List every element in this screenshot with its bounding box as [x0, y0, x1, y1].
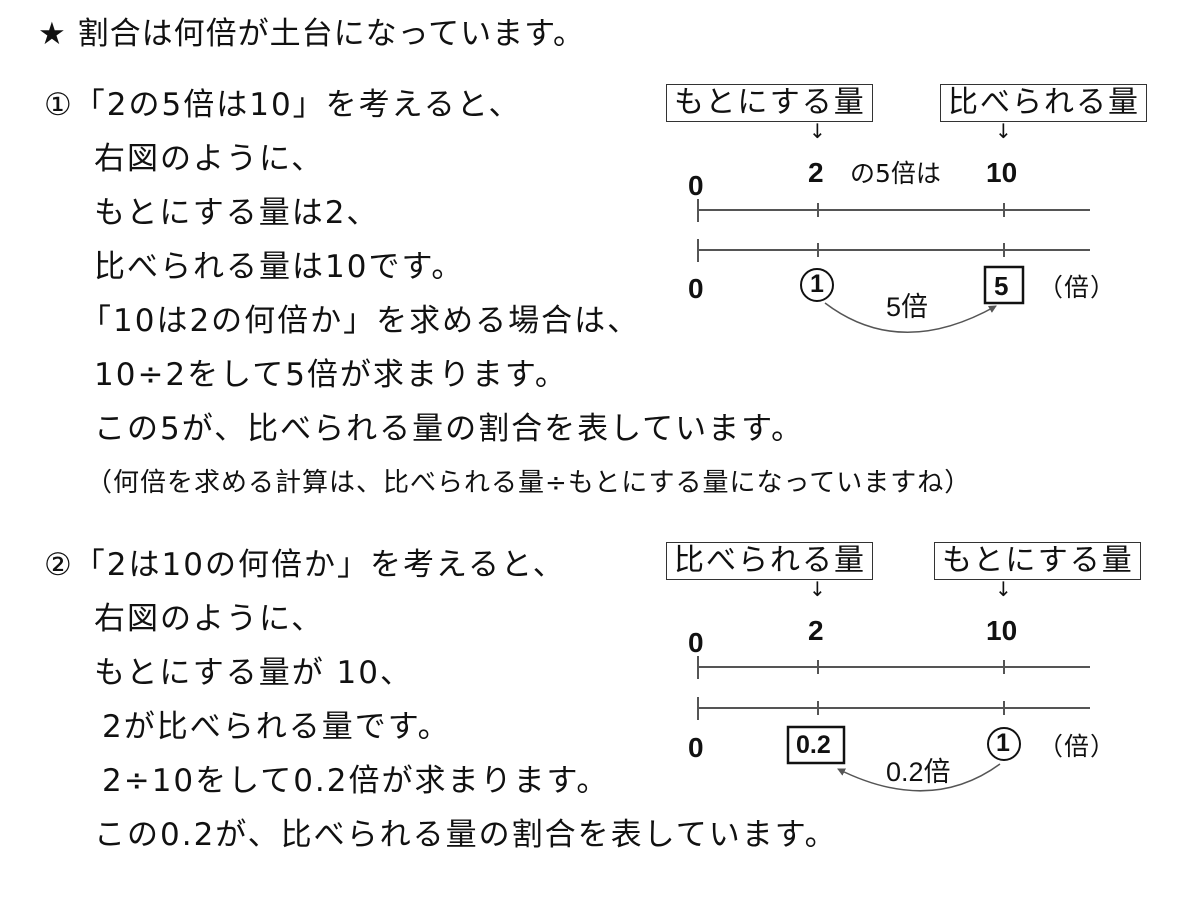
diagram1-unit: （倍）	[1038, 273, 1117, 302]
section1-line-1: ①「2の5倍は10」を考えると、	[44, 87, 522, 123]
section1-note: （何倍を求める計算は、比べられる量÷もとにする量になっていますね）	[86, 468, 972, 498]
diagram1-arrow-left-icon: ↓	[809, 119, 826, 143]
section1-line-5: 「10は2の何倍か」を求める場合は、	[80, 303, 641, 339]
diagram1-bottom-compared-boxed: 5	[994, 271, 1009, 301]
diagram2-arrow-right-icon: ↓	[995, 577, 1012, 601]
section2-line-2: 右図のように、	[94, 601, 325, 637]
diagram1-base-circle	[800, 268, 834, 302]
section2-line-4: 2が比べられる量です。	[102, 709, 451, 745]
diagram1-base-label: もとにする量	[666, 84, 873, 122]
section1-line-6: 10÷2をして5倍が求まります。	[94, 357, 568, 393]
section2-line-3: もとにする量が 10、	[94, 655, 413, 691]
diagram1-top-base-value: 2	[808, 157, 824, 188]
diagram2	[697, 656, 1090, 792]
diagram1-bottom-base-circled: 1	[810, 270, 824, 298]
diagram1-top-compared-value: 10	[986, 157, 1018, 188]
diagram2-unit: （倍）	[1038, 732, 1117, 761]
diagram1-bottom-zero: 0	[688, 273, 704, 304]
section1-line-3: もとにする量は2、	[94, 195, 380, 231]
diagram2-arrow-left-icon: ↓	[809, 577, 826, 601]
diagram1-top-ratio-text: の5倍は	[850, 159, 941, 188]
diagram1-arrow-right-icon: ↓	[995, 119, 1012, 143]
diagram2-arc-label: 0.2倍	[886, 757, 951, 787]
diagram2-arc-arrow	[837, 763, 1001, 792]
section2-line-5: 2÷10をして0.2倍が求まります。	[102, 763, 610, 799]
diagram2-bottom-base-circled: 1	[996, 729, 1010, 757]
diagram1	[697, 199, 1090, 333]
diagram2-compared-label: 比べられる量	[666, 542, 873, 580]
section2-line-1: ②「2は10の何倍か」を考えると、	[44, 547, 566, 583]
diagram1-compared-box	[983, 265, 1025, 305]
diagram2-base-label: もとにする量	[934, 542, 1141, 580]
diagram2-compared-box	[786, 725, 846, 765]
diagram1-arc-label: 5倍	[886, 292, 929, 322]
section1-line-4: 比べられる量は10です。	[94, 249, 465, 285]
diagram1-arc-arrow	[824, 302, 997, 333]
diagram2-top-compared-value: 2	[808, 615, 824, 646]
diagram1-compared-label: 比べられる量	[940, 84, 1147, 122]
section1-line-7: この5が、比べられる量の割合を表しています。	[94, 411, 805, 447]
diagram2-bottom-compared-boxed: 0.2	[796, 731, 831, 759]
diagram2-top-base-value: 10	[986, 615, 1018, 646]
section2-line-6: この0.2が、比べられる量の割合を表しています。	[94, 817, 838, 853]
section1-line-2: 右図のように、	[94, 141, 325, 177]
diagram1-top-zero: 0	[688, 170, 704, 201]
diagram2-top-zero: 0	[688, 627, 704, 658]
page-heading: ★ 割合は何倍が土台になっています。	[38, 16, 585, 52]
diagram2-bottom-zero: 0	[688, 732, 704, 763]
diagram2-base-circle	[987, 727, 1021, 761]
